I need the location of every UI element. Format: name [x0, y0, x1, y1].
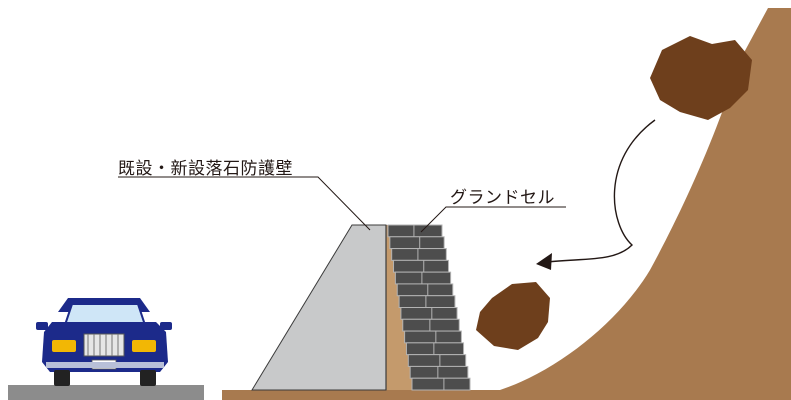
grand-cell-block-row	[393, 259, 449, 273]
grand-cell-label-leader	[420, 206, 566, 233]
car-icon	[36, 298, 172, 386]
rock-lower	[476, 282, 550, 350]
existing-protection-wall	[251, 224, 387, 391]
grand-cell-block-row	[394, 271, 452, 285]
rockfall-path-arrow	[546, 119, 656, 263]
grand-cell-block-row	[396, 283, 454, 297]
grand-cell-block-row	[387, 224, 443, 238]
existing-new-wall-label: 既設・新設落石防護壁	[118, 159, 293, 179]
grand-cell-block-row	[411, 377, 471, 391]
arrow-head	[536, 253, 552, 270]
grand-cell-block-row	[407, 354, 467, 367]
wall-label-leader	[118, 176, 371, 231]
grand-cell-block-row	[400, 307, 458, 320]
hillside-slope	[222, 8, 791, 400]
grand-cell-label: グランドセル	[450, 188, 555, 208]
grand-cell-block-row	[398, 295, 456, 309]
grand-cell-block-row	[409, 365, 469, 379]
grand-cell-block-row	[402, 318, 460, 332]
grand-cell-block-row	[389, 236, 445, 250]
grand-cell-blocks	[387, 224, 471, 391]
rock-upper	[650, 36, 752, 120]
road	[8, 385, 204, 400]
grand-cell-block-row	[405, 342, 465, 356]
grand-cell-block-row	[391, 248, 447, 261]
grand-cell-block-row	[404, 330, 462, 344]
